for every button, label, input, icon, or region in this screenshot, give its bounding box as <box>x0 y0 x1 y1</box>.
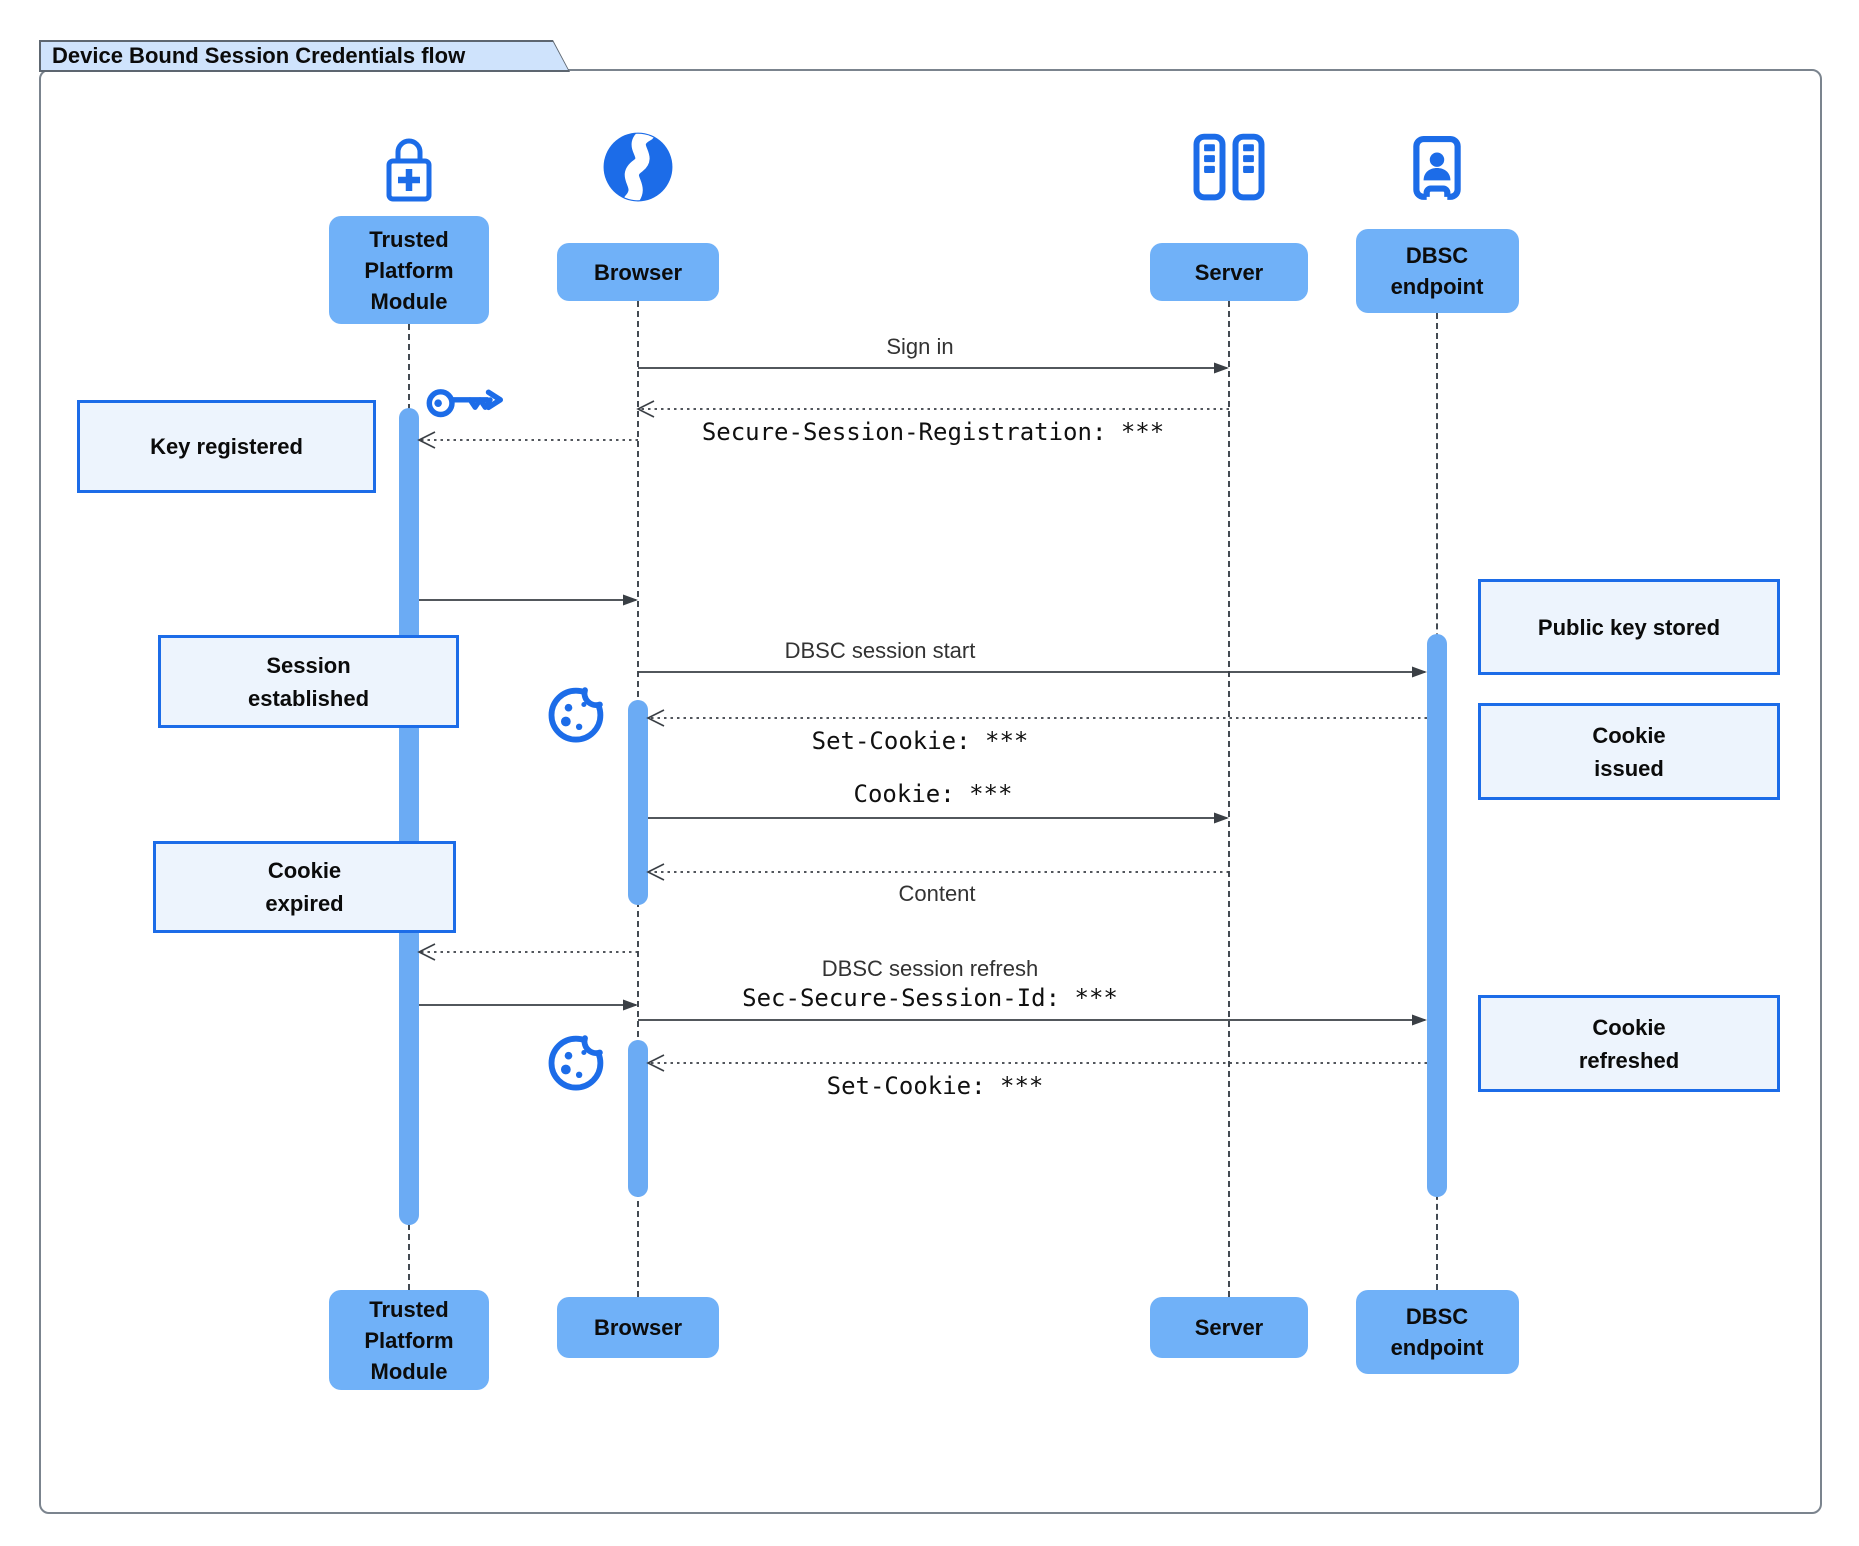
message-arrow-browser-to-dbsc <box>638 1014 1427 1026</box>
note-line: refreshed <box>1578 1047 1680 1073</box>
actor-label-line: Module <box>370 288 448 314</box>
key-icon <box>423 376 507 432</box>
cookie-icon <box>543 1026 611 1096</box>
note: Session established <box>158 635 459 728</box>
message-arrow-browser-to-dbsc <box>638 666 1427 678</box>
actor-top-box-dbsc: DBSC endpoint <box>1355 229 1519 313</box>
actor-label-line: Server <box>1194 1315 1264 1340</box>
server-icon <box>1190 130 1268 204</box>
activation-bar-tpm <box>399 408 419 1225</box>
note-line: Key registered <box>150 434 303 459</box>
actor-top-box-browser: Browser <box>557 243 719 301</box>
message-arrow-server-to-browser <box>646 863 1229 881</box>
activation-bar-browser <box>628 700 648 905</box>
actor-label-line: DBSC <box>1405 1304 1469 1329</box>
actor-label-line: Platform <box>364 257 454 283</box>
message-arrow-dbsc-to-browser <box>646 709 1427 727</box>
note-line: established <box>247 685 370 711</box>
actor-label-line: Trusted <box>369 226 449 252</box>
globe-icon <box>600 128 676 206</box>
note-line: Cookie <box>1592 1014 1666 1040</box>
note: Key registered <box>77 400 376 493</box>
message-arrow-tpm-to-browser <box>419 999 638 1011</box>
actor-label-line: Browser <box>593 259 683 285</box>
actor-label-line: Module <box>370 1358 448 1384</box>
note: Public key stored <box>1478 579 1780 675</box>
diagram-title-tab: Device Bound Session Credentials flow <box>39 40 570 72</box>
message-arrow-tpm-to-browser <box>419 594 638 606</box>
note-line: expired <box>265 891 344 916</box>
activation-bar-browser <box>628 1040 648 1197</box>
actor-bottom-box-dbsc: DBSC endpoint <box>1355 1290 1519 1374</box>
lifeline-server <box>1228 301 1230 1297</box>
actor-label-line: endpoint <box>1390 1335 1484 1360</box>
actor-label-line: Server <box>1194 259 1264 285</box>
actor-label-line: DBSC <box>1405 243 1469 268</box>
note-line: Cookie <box>267 858 342 883</box>
lock-plus-icon <box>377 127 441 211</box>
diagram-frame <box>39 69 1822 1514</box>
message-arrow-dbsc-to-browser <box>646 1054 1427 1072</box>
note: Cookie expired <box>153 841 456 933</box>
note-line: Public key stored <box>1537 614 1721 640</box>
activation-bar-dbsc <box>1427 634 1447 1197</box>
actor-label-line: Trusted <box>369 1296 449 1322</box>
note-line: issued <box>1594 755 1664 781</box>
actor-bottom-box-browser: Browser <box>557 1297 719 1358</box>
actor-label-line: Platform <box>364 1327 454 1353</box>
actor-bottom-box-server: Server <box>1150 1297 1308 1358</box>
message-arrow-server-to-browser <box>636 400 1229 418</box>
door-person-icon <box>1404 128 1470 212</box>
message-arrow-browser-to-tpm <box>417 431 638 449</box>
note-line: Session <box>266 652 351 678</box>
note-line: Cookie <box>1592 722 1666 748</box>
note: Cookie refreshed <box>1478 995 1780 1092</box>
actor-label-line: endpoint <box>1390 274 1484 299</box>
message-arrow-browser-to-server <box>648 812 1229 824</box>
diagram-title: Device Bound Session Credentials flow <box>41 42 568 70</box>
cookie-icon <box>543 678 611 748</box>
note: Cookie issued <box>1478 703 1780 800</box>
actor-label-line: Browser <box>593 1315 683 1340</box>
actor-top-box-server: Server <box>1150 243 1308 301</box>
message-arrow-browser-to-tpm <box>417 943 638 961</box>
message-arrow-browser-to-server <box>638 362 1229 374</box>
